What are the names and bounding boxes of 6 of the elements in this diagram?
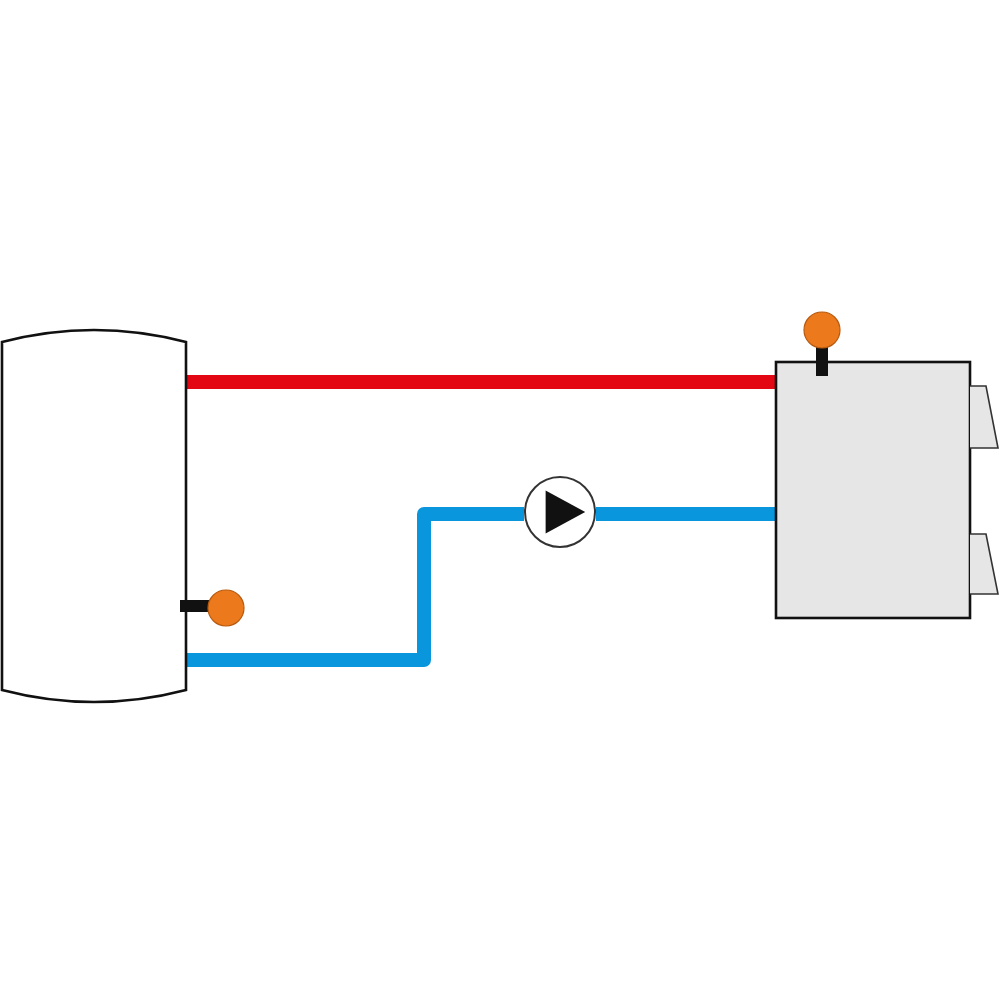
storage-tank: [2, 326, 186, 706]
pipe: [186, 507, 524, 667]
pump-symbol: [524, 476, 596, 548]
pipe: [596, 507, 776, 521]
boiler: [776, 362, 970, 618]
pipe: [186, 375, 776, 389]
